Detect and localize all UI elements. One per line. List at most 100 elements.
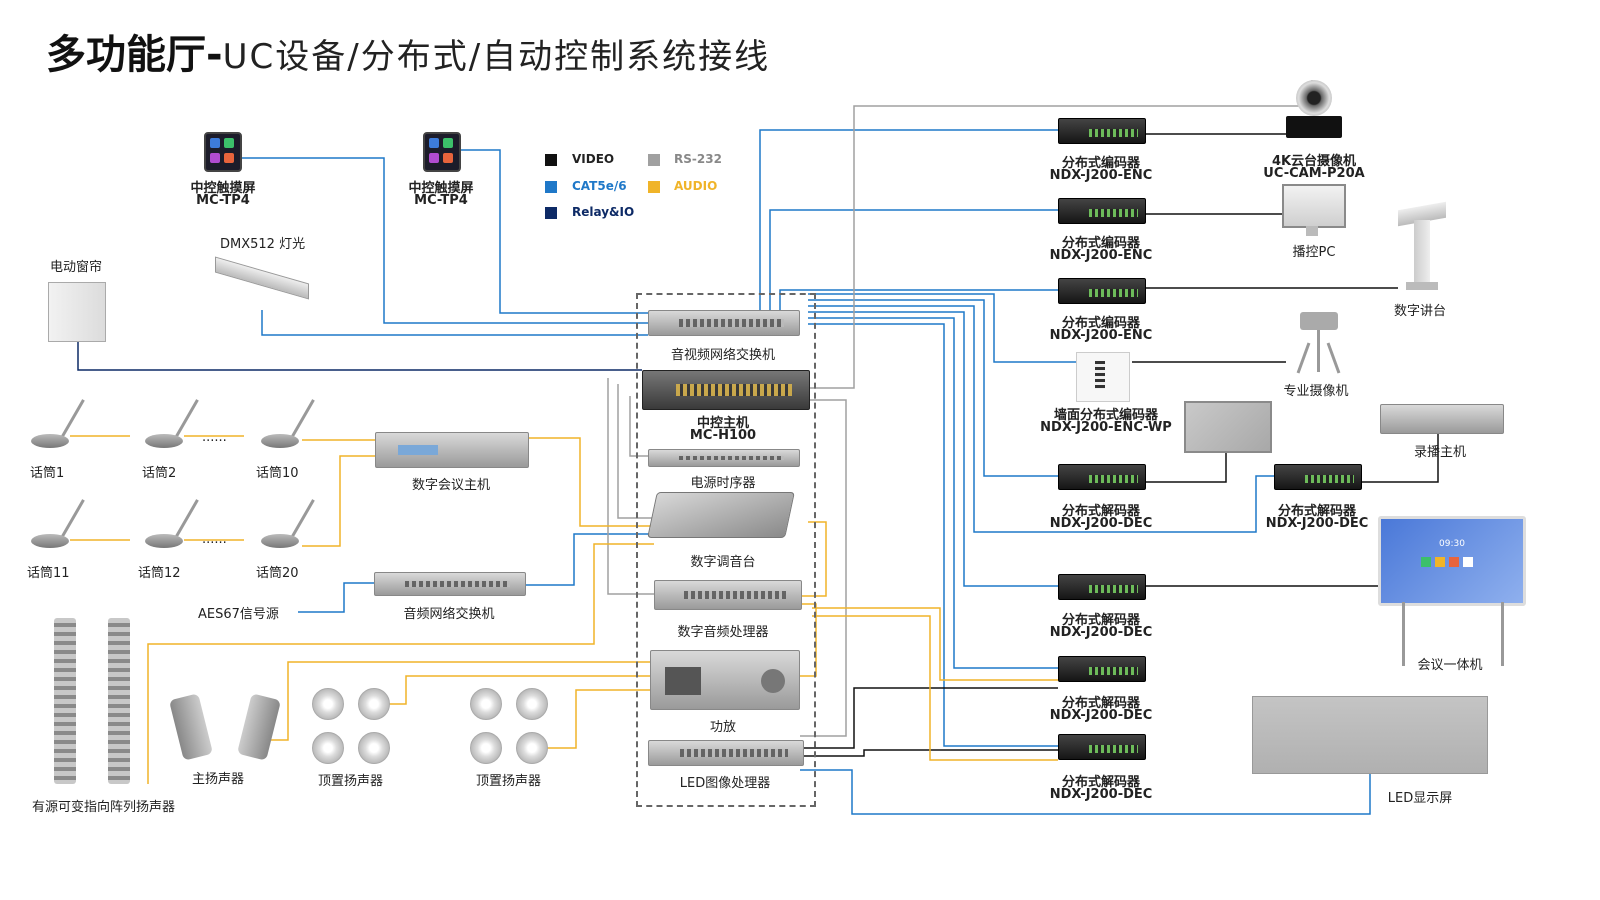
mic-ellipsis-1: ......: [202, 430, 227, 445]
mic-label-1: 话筒1: [30, 466, 65, 481]
decoder-1-icon: [1058, 464, 1146, 490]
mixer-icon: [647, 492, 795, 538]
mic-label-11: 话筒11: [27, 566, 70, 581]
conference-panel-icon: 09:30: [1378, 516, 1526, 606]
decoder-3-name: 分布式解码器: [1061, 613, 1140, 628]
legend-swatch-audio: [648, 181, 660, 193]
encoder-2-model: NDX-J200-ENC: [1049, 248, 1153, 263]
decoder-2-name: 分布式解码器: [1277, 504, 1356, 519]
display-icon: [1184, 401, 1272, 453]
rs232-wire: [617, 384, 652, 519]
power-sequencer-label: 电源时序器: [690, 476, 756, 491]
cat-wire: [759, 129, 1058, 310]
audio-wire: [546, 689, 650, 749]
mic-label-2: 话筒2: [142, 466, 177, 481]
cat-wire: [808, 311, 1058, 587]
ceiling-speaker-2-label: 顶置扬声器: [476, 774, 542, 789]
ceiling-speaker-icon: [312, 732, 344, 764]
wall-encoder-name: 墙面分布式编码器: [1053, 408, 1158, 423]
led-screen-icon: [1252, 696, 1488, 774]
conference-host-label: 数字会议主机: [411, 478, 490, 493]
encoder-1-model: NDX-J200-ENC: [1049, 168, 1153, 183]
decoder-5-model: NDX-J200-DEC: [1049, 787, 1153, 802]
array-speaker-icon-left: [54, 618, 76, 784]
mic-label-20: 话筒20: [256, 566, 299, 581]
conference-host-icon: [375, 432, 529, 468]
audio-wire: [798, 603, 817, 677]
wall-encoder-model: NDX-J200-ENC-WP: [1040, 420, 1172, 435]
equipment-rack-boundary: [636, 293, 816, 807]
podium-icon: [1398, 196, 1446, 292]
page-title: 多功能厅-UC设备/分布式/自动控制系统接线: [46, 22, 770, 80]
encoder-1-name: 分布式编码器: [1061, 156, 1140, 171]
curtain-icon: [48, 282, 106, 342]
power-sequencer-icon: [648, 449, 800, 467]
audio-wire: [388, 675, 650, 705]
legend-label-video: VIDEO: [572, 152, 615, 166]
cat-wire: [298, 582, 374, 613]
decoder-4-icon: [1058, 656, 1146, 682]
cat-wire: [808, 293, 1076, 363]
cat-wire: [808, 305, 1274, 533]
ceiling-speaker-icon: [312, 688, 344, 720]
cat-wire: [779, 289, 1058, 310]
ceiling-speaker-icon: [516, 732, 548, 764]
audio-network-switch-label: 音频网络交换机: [403, 607, 495, 622]
amplifier-label: 功放: [709, 720, 736, 735]
ceiling-speaker-1-label: 顶置扬声器: [318, 774, 384, 789]
touch-panel-1-model: MC-TP4: [196, 193, 250, 208]
title-main: 多功能厅: [46, 32, 206, 78]
control-host-model: MC-H100: [689, 428, 757, 443]
ptz-camera-name: 4K云台摄像机: [1271, 154, 1357, 169]
led-screen-label: LED显示屏: [1387, 791, 1453, 806]
ceiling-speaker-icon: [470, 732, 502, 764]
cat-wire: [238, 157, 648, 324]
cat-wire: [769, 209, 1058, 310]
encoder-3-model: NDX-J200-ENC: [1049, 328, 1153, 343]
curtain-label: 电动窗帘: [50, 260, 103, 275]
decoder-1-name: 分布式解码器: [1061, 504, 1140, 519]
aes67-source-label: AES67信号源: [198, 607, 279, 622]
decoder-5-icon: [1058, 734, 1146, 760]
audio-wire: [800, 521, 827, 597]
mic-ellipsis-2: ......: [202, 532, 227, 547]
microphone-icon: [145, 434, 183, 448]
encoder-2-name: 分布式编码器: [1061, 236, 1140, 251]
mic-label-12: 话筒12: [138, 566, 181, 581]
encoder-3-icon: [1058, 278, 1146, 304]
array-speaker-label: 有源可变指向阵列扬声器: [32, 800, 176, 815]
decoder-4-model: NDX-J200-DEC: [1049, 708, 1153, 723]
av-network-switch-label: 音视频网络交换机: [670, 348, 775, 363]
dmx-light-label: DMX512 灯光: [220, 237, 306, 252]
relay-wire: [77, 340, 642, 371]
encoder-2-icon: [1058, 198, 1146, 224]
ceiling-speaker-icon: [516, 688, 548, 720]
cat-wire: [808, 323, 1058, 747]
array-speaker-icon-right: [108, 618, 130, 784]
conference-panel-label: 会议一体机: [1417, 658, 1483, 673]
touch-panel-2: [423, 132, 461, 172]
legend-swatch-video: [545, 154, 557, 166]
video-wire: [802, 687, 1058, 749]
audio-network-switch-icon: [374, 572, 526, 596]
led-processor-label: LED图像处理器: [679, 776, 771, 791]
microphone-icon: [31, 434, 69, 448]
cat-wire: [800, 769, 1371, 815]
control-pc-icon: [1282, 184, 1346, 228]
pro-camera-icon: [1296, 312, 1342, 374]
mic-label-10: 话筒10: [256, 466, 299, 481]
control-pc-stand: [1306, 226, 1318, 236]
legend-label-relay: Relay&IO: [572, 205, 635, 219]
ceiling-speaker-icon: [358, 732, 390, 764]
encoder-1-icon: [1058, 118, 1146, 144]
conference-panel-clock: 09:30: [1439, 539, 1465, 549]
microphone-icon: [31, 534, 69, 548]
decoder-5-name: 分布式解码器: [1061, 775, 1140, 790]
cat-wire: [808, 299, 1058, 477]
av-network-switch-icon: [648, 310, 800, 336]
decoder-1-model: NDX-J200-DEC: [1049, 516, 1153, 531]
touch-panel-2-model: MC-TP4: [414, 193, 468, 208]
audio-wire: [147, 543, 654, 784]
legend-label-audio: AUDIO: [674, 179, 718, 193]
